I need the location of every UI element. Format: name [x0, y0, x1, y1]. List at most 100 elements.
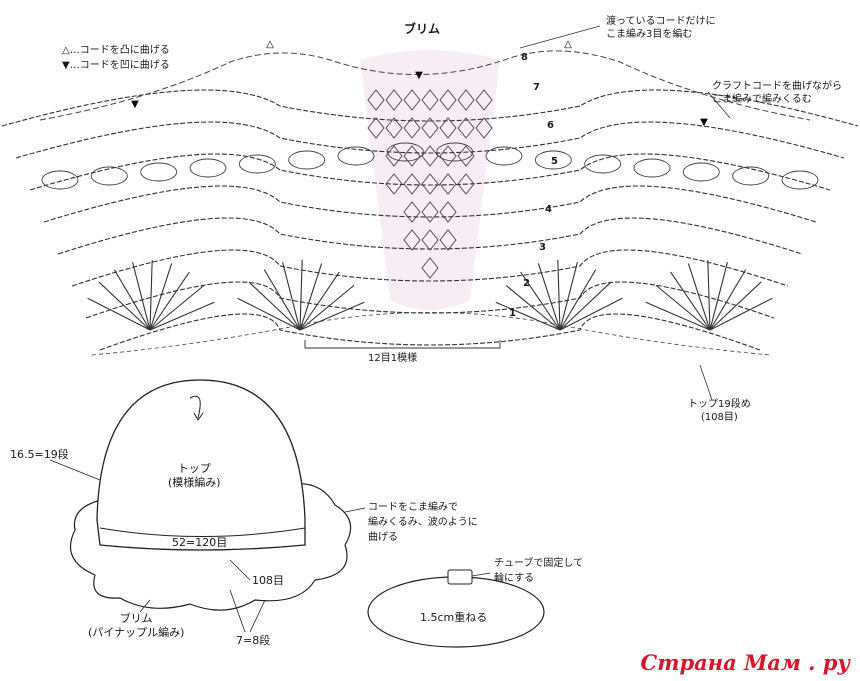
label-line: (模様編み) [168, 476, 221, 489]
label-line: トップ19段め [688, 399, 751, 410]
note-line: 輪にする [494, 573, 535, 584]
chart-fan-stroke [299, 271, 340, 331]
pineapple-cell [421, 117, 439, 139]
pineapple-cell [403, 89, 421, 111]
note-pointer [519, 25, 601, 49]
pineapple-cell [457, 89, 475, 111]
note-line: 渡っているコードだけに [606, 16, 716, 27]
cord-pointer [344, 507, 366, 513]
chart-fan-stroke [707, 260, 711, 331]
chart-row-arc [85, 281, 775, 319]
pineapple-cell [439, 201, 457, 223]
chart-fan-stroke [670, 271, 711, 331]
brim-count-pointer [229, 559, 251, 581]
pineapple-cell [457, 117, 475, 139]
note-line: こま編み3目を編む [606, 29, 693, 40]
rows-pointer [229, 589, 246, 633]
note-line: チューブで固定して [494, 558, 584, 569]
chart-fan-stroke [557, 260, 561, 331]
chart-row-arc [57, 217, 803, 255]
scallop-loop [682, 162, 720, 182]
arrow-head-icon [193, 412, 204, 421]
scallop-marks [41, 89, 819, 279]
label-line: (108目) [700, 412, 738, 423]
pineapple-cell [457, 173, 475, 195]
row-number: 2 [523, 278, 530, 289]
chart-fan-stroke [87, 297, 151, 331]
scallop-loop [90, 166, 128, 186]
chart-fan-stroke [237, 297, 301, 331]
row-number: 1 [509, 308, 516, 319]
concave-marker-icon: ▼ [131, 99, 139, 110]
chart-row-arc [99, 313, 761, 351]
row-number: 4 [545, 204, 552, 215]
hat-height-label: 16.5=19段 [10, 448, 69, 461]
scallop-loop [584, 154, 622, 174]
pineapple-cell [421, 173, 439, 195]
scallop-loop [140, 162, 178, 182]
rows-pointer [249, 599, 266, 633]
hat-top-label: トップ (模様編み) [168, 462, 221, 490]
height-pointer [49, 459, 101, 481]
brim-pointer [139, 599, 151, 613]
note-line: 編みくるみ、波のように [368, 517, 478, 528]
scallop-loop [633, 158, 671, 178]
pineapple-cell [367, 89, 385, 111]
tube-note: チューブで固定して 輪にする [494, 556, 583, 586]
chart-fan-stroke [559, 297, 623, 331]
legend-convex: △…コードを凸に曲げる [62, 44, 170, 57]
site-watermark: Страна Мам . ру [640, 650, 850, 675]
chart-fan-stroke [709, 262, 728, 331]
scallop-loop [189, 158, 227, 178]
chart-row-arc [29, 153, 831, 191]
concave-marker-icon: ▼ [700, 117, 708, 128]
scallop-loop [386, 142, 424, 162]
chart-fan-stroke [537, 263, 561, 331]
chart-fan-stroke [149, 271, 190, 331]
pineapple-cell [403, 229, 421, 251]
chart-fan-stroke [655, 284, 711, 331]
scallop-loop [337, 146, 375, 166]
top-cord-line [39, 50, 811, 121]
hat-band-line [99, 527, 306, 537]
chart-fan-stroke [709, 269, 747, 331]
pineapple-cell [403, 201, 421, 223]
note-craft-cord: クラフトコードを曲げながら こま編みで編みくるむ [712, 80, 842, 106]
chart-fan-stroke [709, 297, 773, 331]
pineapple-cell [439, 173, 457, 195]
chart-fan-stroke [282, 262, 301, 331]
scallop-loop [534, 150, 572, 170]
chart-fan-stroke [113, 269, 151, 331]
convex-marker-icon: △ [266, 39, 274, 50]
hat-top-outline [96, 379, 306, 551]
brim-label: ブリム (パイナップル編み) [88, 612, 184, 640]
chart-row-arc [1, 89, 859, 127]
chart-fan-stroke [149, 284, 205, 331]
chart-fan-stroke [709, 281, 762, 331]
label-line: (パイナップル編み) [88, 626, 185, 639]
legend-concave: ▼…コードを凹に曲げる [62, 59, 170, 72]
scallop-loop [436, 142, 474, 162]
pineapple-cell [439, 117, 457, 139]
pineapple-cell [403, 145, 421, 167]
chart-fan-stroke [263, 269, 301, 331]
scallop-loop [781, 170, 819, 190]
legend-concave-text: …コードを凹に曲げる [69, 60, 170, 71]
label-line: ブリム [119, 612, 153, 625]
repeat-highlight [360, 50, 500, 310]
pineapple-cell [475, 89, 493, 111]
note-line: こま編みで編みくるむ [712, 94, 812, 105]
scallop-loop [288, 150, 326, 170]
chart-row-arc [43, 185, 817, 223]
chart-fan-stroke [149, 263, 173, 331]
chart-fan-stroke [559, 269, 597, 331]
tube-icon [447, 569, 473, 585]
pineapple-cell [421, 229, 439, 251]
tube-pointer [471, 572, 491, 577]
chart-fan-stroke [505, 284, 561, 331]
pineapple-cell [421, 257, 439, 279]
chart-title: ブリム [404, 22, 441, 36]
concave-marker-icon: ▼ [415, 70, 423, 81]
pineapple-cell [439, 89, 457, 111]
chart-fan-stroke [559, 281, 612, 331]
